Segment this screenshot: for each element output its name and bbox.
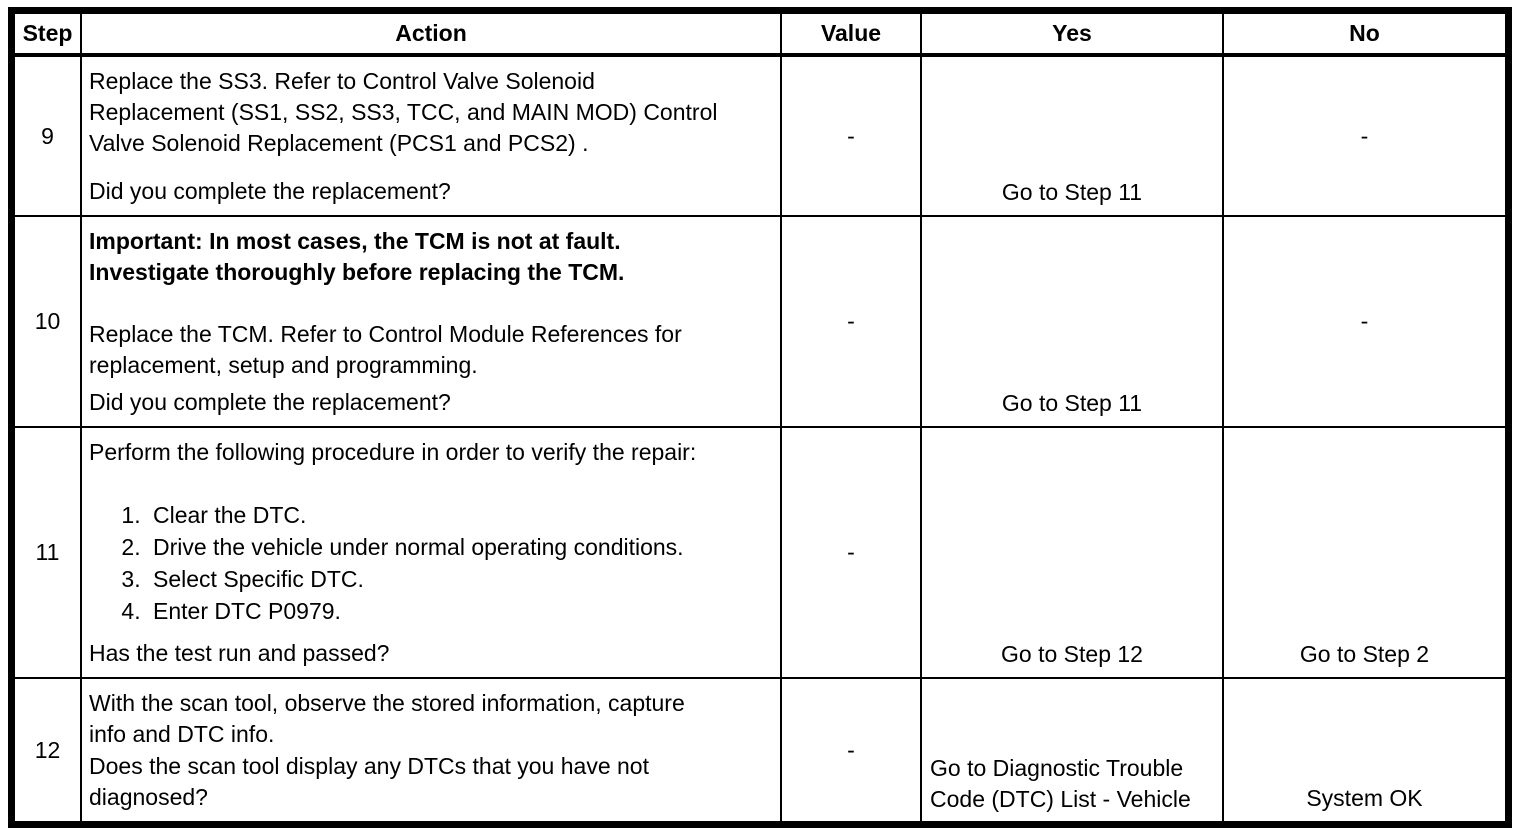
header-row: Step Action Value Yes No (13, 12, 1507, 57)
action-text: Replace the TCM. Refer to Control Module… (89, 321, 682, 378)
yes-cell: Go to Step 11 (920, 54, 1224, 217)
step-cell: 12 (13, 677, 82, 823)
no-cell: - (1222, 215, 1507, 428)
procedure-item: Drive the vehicle under normal operating… (147, 531, 772, 563)
value-cell: - (780, 426, 922, 679)
header-value: Value (780, 12, 922, 57)
yes-text: Go to Step 11 (1001, 179, 1143, 205)
header-value-label: Value (820, 20, 882, 46)
action-cell: Replace the SS3. Refer to Control Valve … (80, 54, 782, 217)
action-question: Does the scan tool display any DTCs that… (89, 753, 649, 810)
header-step-label: Step (22, 20, 73, 46)
action-text: With the scan tool, observe the stored i… (89, 690, 685, 747)
no-cell: Go to Step 2 (1222, 426, 1507, 679)
step-number: 12 (34, 736, 61, 763)
no-text: System OK (1306, 785, 1423, 811)
value-text: - (847, 736, 855, 763)
action-text: Perform the following procedure in order… (89, 439, 697, 465)
action-question: Did you complete the replacement? (89, 389, 451, 415)
value-text: - (847, 122, 855, 149)
procedure-item: Clear the DTC. (147, 499, 772, 531)
action-procedure-list: Clear the DTC. Drive the vehicle under n… (89, 499, 772, 627)
step-number: 11 (35, 539, 60, 565)
step-cell: 9 (13, 54, 82, 217)
action-text: Replace the SS3. Refer to Control Valve … (89, 68, 718, 156)
yes-text: Go to Step 12 (1001, 641, 1143, 667)
header-no-label: No (1349, 20, 1380, 46)
yes-cell: Go to Diagnostic Trouble Code (DTC) List… (920, 677, 1224, 823)
header-yes-label: Yes (1052, 20, 1092, 46)
action-question: Has the test run and passed? (89, 640, 390, 666)
value-text: - (847, 308, 855, 334)
no-cell: System OK (1222, 677, 1507, 823)
table-row-step-9: 9 Replace the SS3. Refer to Control Valv… (13, 54, 1507, 217)
table-row-step-12: 12 With the scan tool, observe the store… (13, 677, 1507, 823)
step-number: 10 (34, 308, 61, 334)
no-cell: - (1222, 54, 1507, 217)
table-row-step-11: 11 Perform the following procedure in or… (13, 426, 1507, 679)
step-number: 9 (41, 122, 54, 149)
header-no: No (1222, 12, 1507, 57)
action-important-note: Important: In most cases, the TCM is not… (89, 228, 625, 285)
value-cell: - (780, 215, 922, 428)
header-step: Step (13, 12, 82, 57)
no-text: - (1360, 122, 1369, 149)
step-cell: 11 (13, 426, 82, 679)
action-cell: With the scan tool, observe the stored i… (80, 677, 782, 823)
header-action-label: Action (395, 20, 467, 46)
yes-text: Go to Step 11 (1001, 390, 1143, 416)
yes-cell: Go to Step 11 (920, 215, 1224, 428)
procedure-item: Select Specific DTC. (147, 563, 772, 595)
yes-text: Go to Diagnostic Trouble Code (DTC) List… (930, 755, 1191, 812)
table-row-step-10: 10 Important: In most cases, the TCM is … (13, 215, 1507, 428)
step-cell: 10 (13, 215, 82, 428)
action-cell: Perform the following procedure in order… (80, 426, 782, 679)
value-cell: - (780, 677, 922, 823)
value-cell: - (780, 54, 922, 217)
action-cell: Important: In most cases, the TCM is not… (80, 215, 782, 428)
diagnostic-table-container: Step Action Value Yes No 9 Replace the S… (8, 7, 1512, 828)
no-text: Go to Step 2 (1299, 641, 1430, 667)
procedure-item: Enter DTC P0979. (147, 595, 772, 627)
diagnostic-table: Step Action Value Yes No 9 Replace the S… (13, 12, 1507, 823)
value-text: - (847, 539, 855, 565)
header-action: Action (80, 12, 782, 57)
no-text: - (1360, 308, 1369, 334)
header-yes: Yes (920, 12, 1224, 57)
action-question: Did you complete the replacement? (89, 178, 451, 204)
yes-cell: Go to Step 12 (920, 426, 1224, 679)
